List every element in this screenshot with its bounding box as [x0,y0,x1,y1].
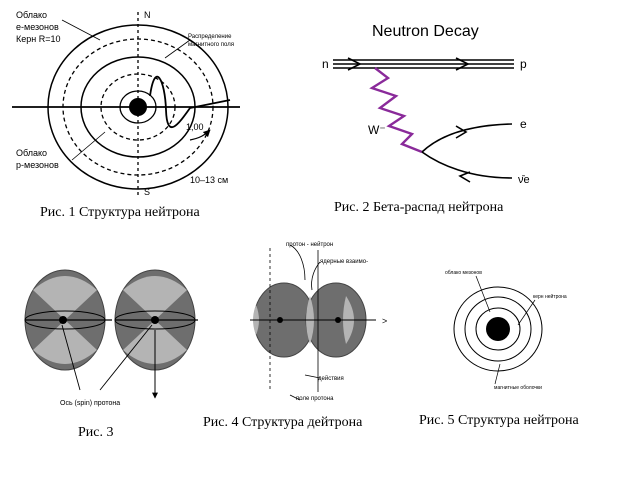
fig5-leader-3 [494,363,501,385]
fig1-label-top-right-1: Распределение [188,34,232,40]
fig1-label-electron-cloud-1: Облако [16,10,47,20]
fig2-label-w: W⁻ [368,123,386,137]
fig2-arrow-right [455,57,470,71]
fig4-leader-1 [289,244,306,281]
fig2-label-p: p [520,57,527,71]
fig4-leader-4 [289,394,301,401]
fig4-right-marker: > [382,316,387,326]
fig4-label-2: ядерные взаимо- [320,259,368,265]
fig1-field-curve [149,75,231,129]
fig1-leader-3 [164,39,191,59]
fig1-leader-2 [71,131,106,161]
fig5-label-3: магнитные оболочки [494,385,542,391]
fig5-ring-3 [475,307,521,351]
fig1-label-axis-s: S [144,187,150,197]
fig4-label-3: действия [318,375,344,382]
fig5-label-1: облако мезонов [445,270,482,276]
fig1-label-p-cloud-2: р-мезонов [16,160,59,170]
fig2-neutron-decay: Neutron Decay n p W⁻ e ν̄e [322,23,530,186]
fig3-spin-line-1 [61,324,81,391]
fig4-label-1: протон - нейтрон [286,241,333,248]
fig4-caption: Рис. 4 Структура дейтрона [203,415,363,430]
fig3-spin-line-2 [99,324,153,391]
fig3-right-light-wedge-top [123,276,187,320]
fig1-caption: Рис. 1 Структура нейтрона [40,205,200,220]
fig3-left-light-wedge-bottom [33,320,97,364]
fig4-right-core [335,317,341,323]
fig2-label-e: e [520,117,527,131]
fig1-label-electron-cloud-2: е-мезонов [16,22,59,32]
fig3-left-light-wedge-top [33,276,97,320]
fig3-two-nucleons: Ось (spin) протона [24,269,198,407]
fig5-label-2: керн нейтрона [533,293,567,300]
fig2-w-boson [369,67,423,154]
fig3-right-core [151,316,159,324]
fig5-neutron-structure: облако мезонов керн нейтрона магнитные о… [445,270,567,391]
fig2-label-nu: ν̄e [518,174,530,186]
fig2-electron-arrow [455,125,468,139]
fig1-neutron-structure: Облако е-мезонов Керн R=10 N S Облако р-… [12,10,240,197]
fig4-leader-2 [311,261,321,291]
fig2-title: Neutron Decay [372,23,479,40]
fig2-label-n: n [322,57,329,71]
fig1-label-value: 1,00 [186,122,204,132]
fig5-core [486,317,510,341]
fig2-arrow-left [347,57,362,71]
fig1-leader-1 [61,19,101,41]
fig1-label-top-right-2: магнитного поля [188,42,234,48]
fig4-deuteron: > протон - нейтрон ядерные взаимо- дейст… [250,241,387,402]
fig3-caption: Рис. 3 [78,425,114,440]
fig5-leader-1 [475,275,491,313]
fig2-caption: Рис. 2 Бета-распад нейтрона [334,200,504,215]
fig2-neutrino-arrow [458,171,471,183]
fig1-label-p-cloud-1: Облако [16,148,47,158]
fig4-label-4: поле протона [296,396,334,402]
fig2-neutrino-line [421,151,513,179]
fig5-ring-2 [464,296,532,362]
fig2-electron-line [421,123,513,153]
fig3-left-core [59,316,67,324]
fig1-label-electron-cloud-3: Керн R=10 [16,34,61,44]
fig1-label-scale: 10–13 см [190,175,228,185]
fig4-leader-3 [304,374,321,379]
fig1-label-axis-n: N [144,10,151,20]
fig1-arrow-arc [189,129,211,141]
fig5-caption: Рис. 5 Структура нейтрона [419,413,579,428]
fig3-label-axis: Ось (spin) протона [60,400,120,407]
fig5-leader-2 [517,299,536,326]
fig4-left-core [277,317,283,323]
